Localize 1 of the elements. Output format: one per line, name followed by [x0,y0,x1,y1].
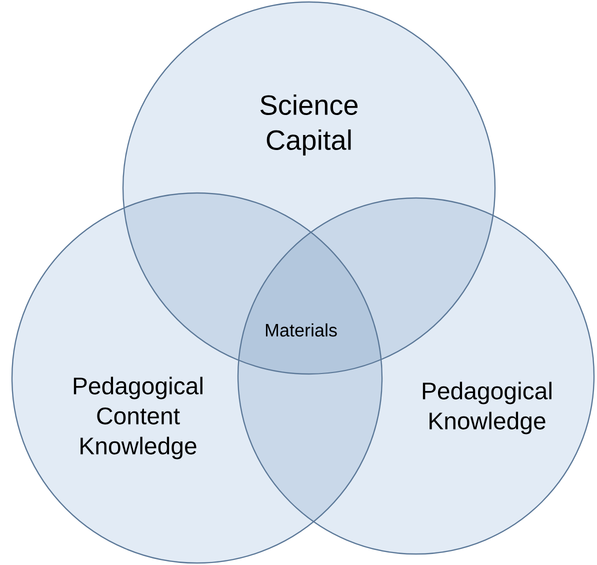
region-label: Materials [266,323,337,337]
